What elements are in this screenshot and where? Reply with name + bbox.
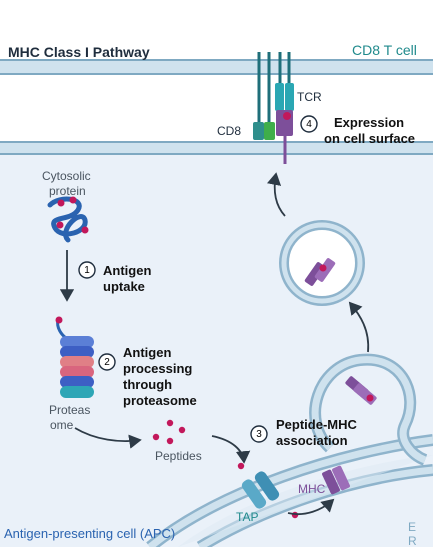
budding-vesicle-mhc [345,376,377,405]
step-3-label-line1: Peptide-MHC [276,417,357,432]
arrow-to-tap [211,435,251,464]
cd8-alpha [253,122,264,140]
tap-label: TAP [236,510,259,524]
diagram-title: MHC Class I Pathway [8,44,150,60]
step-2-label-line1: Antigen [123,345,172,360]
step-4-marker [300,115,318,133]
cytosolic-protein-label-line2: protein [49,184,86,198]
transport-vesicle [279,220,365,306]
proteasome-label-line1: Proteas [49,403,91,417]
step-2-number: 2 [104,357,110,368]
cd8-label: CD8 [217,124,242,138]
step-2-label-line2: processing [123,361,193,376]
tcr-alpha [275,83,284,111]
mhc-label: MHC [298,482,326,496]
peptides-label: Peptides [155,449,202,463]
step-4-number: 4 [306,119,312,130]
t-cell-label: CD8 T cell [352,42,417,58]
tcr-beta [285,83,294,111]
step-4-label-line2: on cell surface [324,131,416,146]
cd8-beta [264,122,275,140]
step-1-label-line2: uptake [103,279,145,294]
arrow-to-vesicle [348,301,370,353]
step-3-number: 3 [256,429,262,440]
budding-vesicle [309,353,428,466]
arrow-to-mhc [287,498,335,515]
tap-transporter [241,471,280,509]
transport-vesicle-mhc [304,258,336,286]
arrow-to-surface [266,172,286,217]
er-label-line1: E [408,520,417,534]
t-cell-membrane [0,59,433,75]
cytosolic-protein-label-line1: Cytosolic [42,169,91,183]
step-1-number: 1 [84,265,90,276]
tcr-label: TCR [297,90,322,104]
tcr-cd8-complex [253,52,294,164]
proteasome [55,316,94,398]
proteasome-label-line2: ome [50,418,74,432]
step-markers [78,115,318,443]
step-2-label-line4: proteasome [123,393,197,408]
step-1-label-line1: Antigen [103,263,152,278]
step-3-marker [250,425,268,443]
step-2-label-line3: through [123,377,173,392]
step-1-marker [78,261,96,279]
er-membrane [146,434,433,547]
er-label-line2: R [408,534,417,547]
arrow-to-peptides [74,427,142,449]
presented-peptide [283,112,291,120]
step-3-label-line2: association [276,433,348,448]
cytosolic-protein [47,196,89,243]
er-mhc [322,465,350,495]
step-2-marker [98,353,116,371]
step-4-label-line1: Expression [334,115,405,130]
apc-label: Antigen-presenting cell (APC) [4,526,176,541]
pathway-arrows [59,172,370,515]
